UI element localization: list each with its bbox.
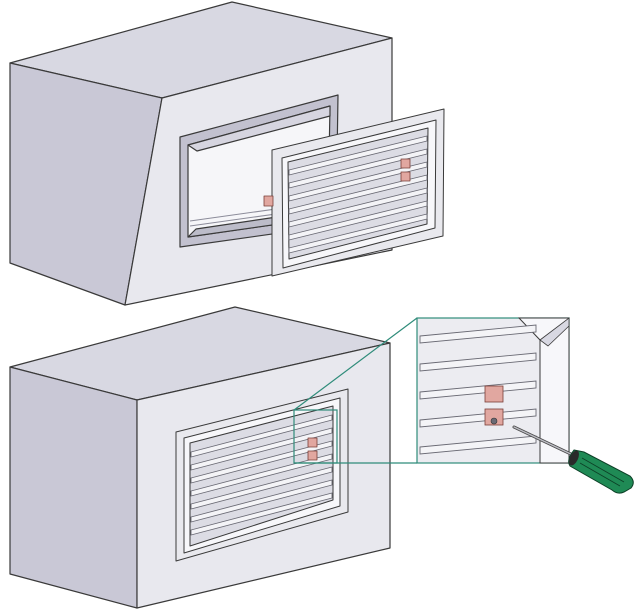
inset-blades [419,324,537,455]
magnifier-inset [416,317,570,464]
installed-damper-linkage [307,437,318,461]
inset-damper-parts [484,385,504,426]
screwdriver-icon [512,425,634,494]
installed-louvre-blades [190,414,333,536]
damper-linkage [263,158,411,207]
bottom-panel [9,306,634,609]
louvre-blades [288,135,428,254]
top-panel [9,1,445,306]
louvre-grille-icon [263,108,445,277]
callout-connector-top [293,317,418,411]
adjustment-screw-icon [490,417,498,425]
installed-grille-icon [175,388,349,562]
